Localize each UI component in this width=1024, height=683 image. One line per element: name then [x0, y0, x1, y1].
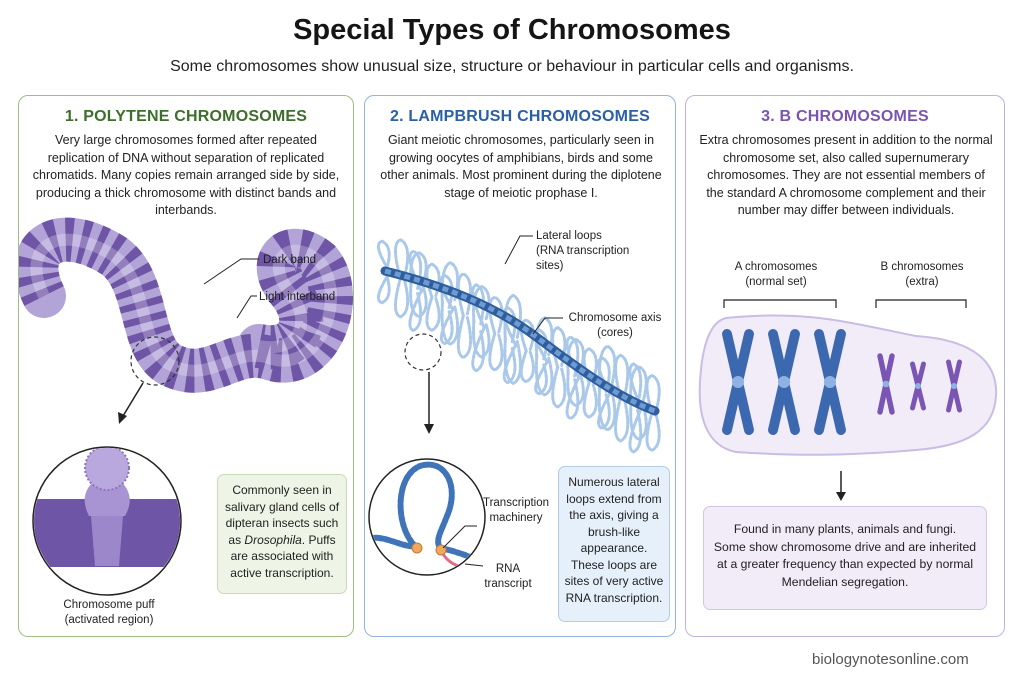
b-bracket [875, 299, 967, 308]
b-chromosome-illustration [698, 299, 998, 501]
dark-band-leader [203, 258, 259, 285]
footer-site: biologynotesonline.com [812, 651, 969, 668]
label-light-interband: Light interband [259, 291, 336, 303]
down-arrow-head [836, 492, 846, 501]
panel-lampbrush: 2. LAMPBRUSH CHROMOSOMES Giant meiotic c… [364, 95, 676, 637]
a-chromosome [722, 329, 754, 435]
loop-magnified-circle [368, 458, 486, 576]
loop-focus-circle [404, 333, 442, 371]
zoom-arrow-head [118, 412, 127, 424]
b-chromosome [877, 353, 895, 415]
label-lateral-loops: Lateral loops (RNA transcription sites) [536, 230, 630, 272]
a-chromosome-set [722, 329, 846, 435]
rna-leader [464, 563, 484, 567]
a-chromosome [814, 329, 846, 435]
polytene-illustration [19, 217, 353, 596]
a-bracket [723, 299, 837, 308]
puff-focus-circle [130, 336, 180, 386]
label-chromosome-puff: Chromosome puff (activated region) [63, 599, 155, 626]
machinery-leader [442, 525, 477, 549]
lampbrush-axis-beads [384, 268, 656, 414]
axis-leader [532, 317, 563, 335]
zoom-arrow-line [122, 382, 144, 417]
b-chromosome-note: Found in many plants, animals and fungi.… [703, 506, 987, 610]
lampbrush-note: Numerous lateral loops extend from the a… [558, 466, 670, 622]
interband-leader [236, 295, 257, 319]
page-subtitle: Some chromosomes show unusual size, stru… [170, 58, 854, 75]
panel-lampbrush-description: Giant meiotic chromosomes, particularly … [380, 133, 662, 200]
label-a-chromosomes: A chromosomes (normal set) [734, 261, 818, 288]
panel-b-description: Extra chromosomes present in addition to… [699, 133, 993, 217]
b-chromosome [946, 359, 962, 413]
a-chromosome [768, 329, 800, 435]
panel-polytene-title: 1. POLYTENE CHROMOSOMES [64, 108, 308, 125]
label-rna-transcript: RNA transcript [484, 563, 532, 590]
label-transcription-machinery: Transcription machinery [482, 497, 550, 524]
label-chromosome-axis: Chromosome axis (cores) [568, 312, 662, 339]
panel-polytene: 1. POLYTENE CHROMOSOMES Very large chrom… [18, 95, 354, 637]
panel-polytene-description: Very large chromosomes formed after repe… [32, 133, 340, 217]
b-chromosome-set [877, 353, 962, 415]
panel-b-title: 3. B CHROMOSOMES [761, 108, 929, 125]
label-dark-band: Dark band [263, 254, 317, 266]
loops-leader [504, 235, 533, 265]
polytene-dark-bands [19, 217, 353, 393]
label-b-chromosomes: B chromosomes (extra) [880, 261, 964, 288]
panel-lampbrush-title: 2. LAMPBRUSH CHROMOSOMES [390, 108, 650, 125]
polytene-highlight [30, 233, 337, 377]
loop-zoom-arrow-head [424, 424, 434, 434]
lampbrush-illustration [368, 235, 661, 576]
polytene-note: Commonly seen in salivary gland cells of… [217, 474, 347, 594]
b-chromosome [910, 361, 926, 411]
panel-b-chromosomes: 3. B CHROMOSOMES Extra chromosomes prese… [685, 95, 1005, 637]
page-title: Special Types of Chromosomes [293, 14, 731, 46]
